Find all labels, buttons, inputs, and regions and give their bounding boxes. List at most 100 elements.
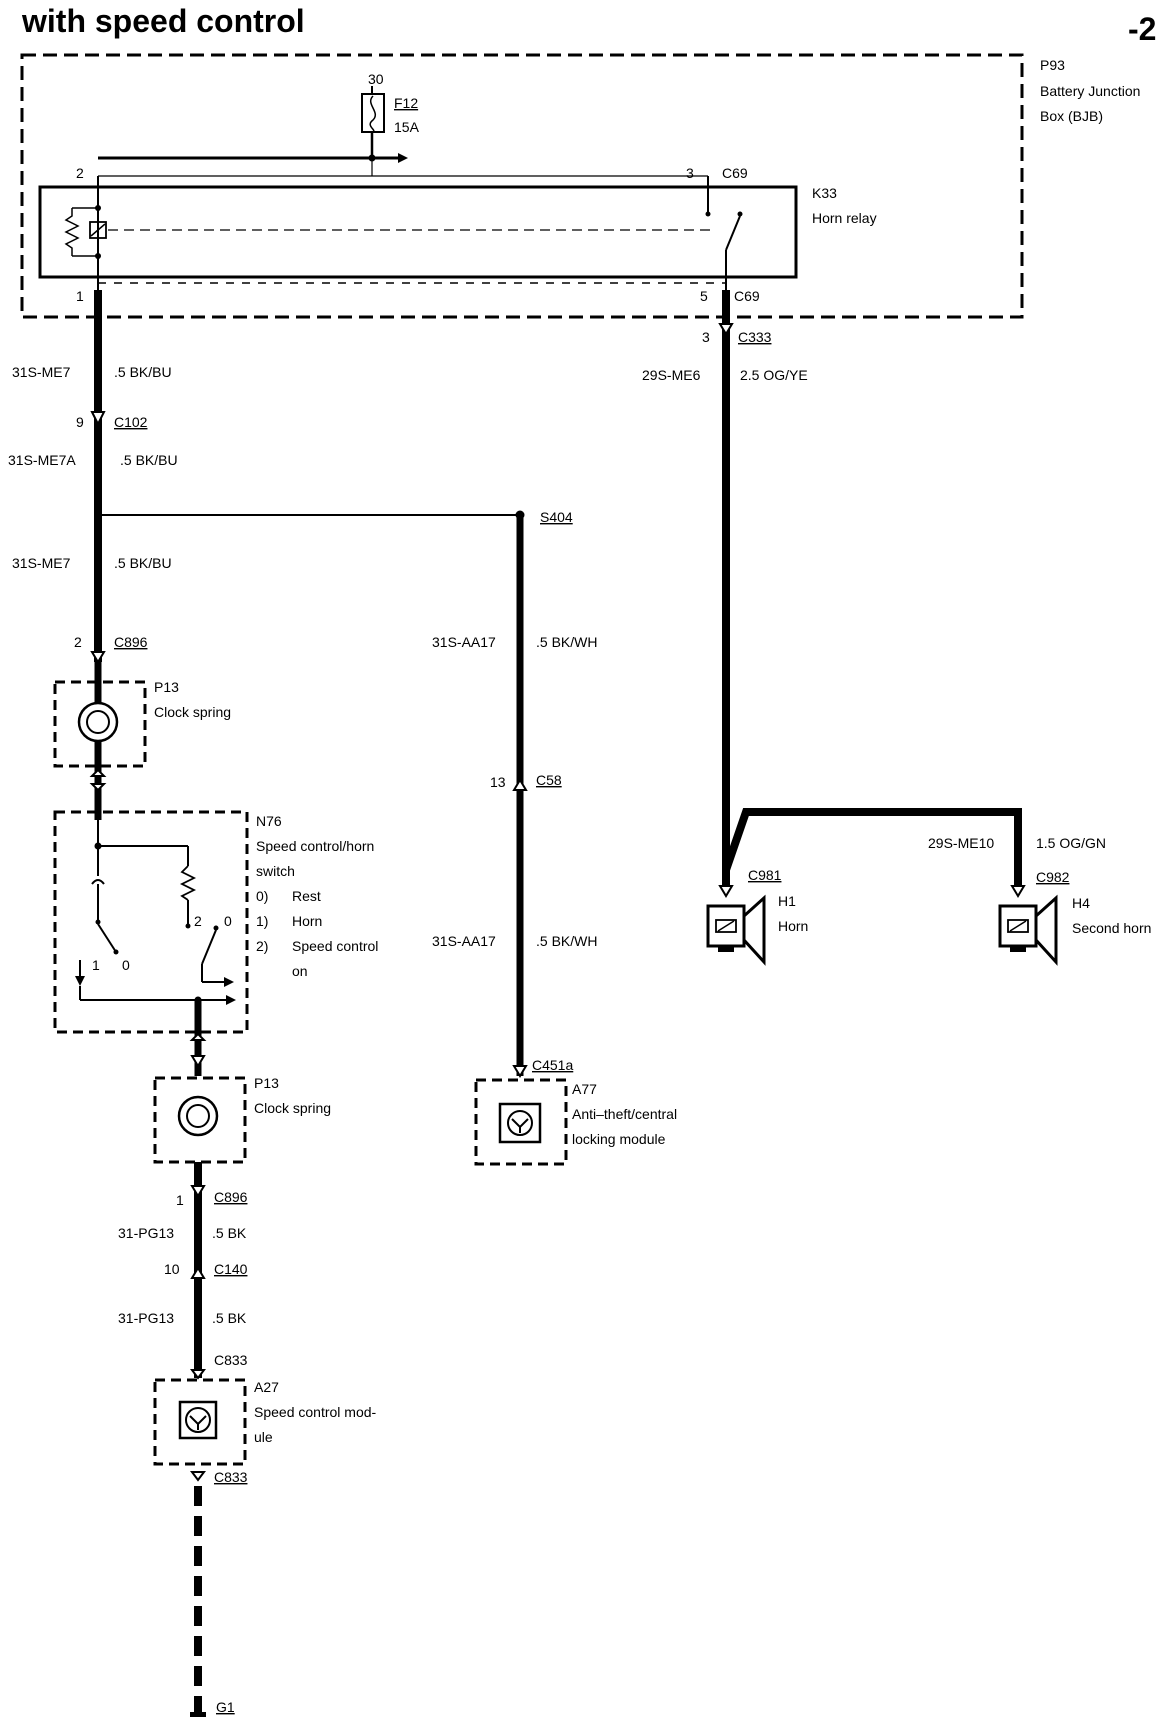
middle-wire2-code: 31S-AA17 (432, 933, 496, 949)
left-wire5-spec: .5 BK (212, 1310, 247, 1326)
left-c102-connector (90, 411, 106, 427)
relay-contact-3-node (705, 211, 711, 217)
speed-module-name1: Speed control mod- (254, 1404, 377, 1420)
left-sw-connector-bot (190, 1055, 206, 1068)
speed-module-icon-frame (178, 1400, 218, 1440)
clock-spring-2-name: Clock spring (254, 1100, 331, 1116)
relay-resistor (64, 208, 80, 256)
horn2-bell (1034, 894, 1058, 966)
horn2-ground (1010, 946, 1026, 952)
left-c140: C140 (214, 1261, 248, 1277)
left-wire3-spec: .5 BK/BU (114, 555, 172, 571)
switch-horn-node (95, 919, 101, 925)
right-c333: C333 (738, 329, 772, 345)
switch-pos1-label: Horn (292, 913, 322, 929)
bjb-name-line1: Battery Junction (1040, 83, 1140, 99)
switch-bottom-arrow (226, 995, 236, 1005)
left-c833-top-connector (190, 1369, 206, 1380)
middle-c58-pin: 13 (490, 774, 506, 790)
fuse-ref: F12 (394, 95, 418, 111)
clock-spring-1-icon (77, 701, 119, 743)
horn1-coil-slash (717, 920, 735, 932)
middle-wire1-code: 31S-AA17 (432, 634, 496, 650)
antitheft-module-ref: A77 (572, 1081, 597, 1097)
switch-contact-1: 1 (92, 957, 100, 973)
right-wire1-code: 29S-ME6 (642, 367, 701, 383)
left-wire1-code: 31S-ME7 (12, 364, 71, 380)
horn1-name: Horn (778, 918, 808, 934)
bjb-ref: P93 (1040, 57, 1065, 73)
horn-relay-box (38, 185, 798, 279)
horn1-coil (715, 919, 737, 933)
relay-conn-top: C69 (722, 165, 748, 181)
fuse-rating: 15A (394, 119, 420, 135)
relay-coil (89, 221, 107, 239)
fuse-element (369, 95, 376, 133)
left-c833-top: C833 (214, 1352, 248, 1368)
middle-c58-connector (512, 778, 528, 791)
left-c896b: C896 (214, 1189, 248, 1205)
clock-spring-2-ref: P13 (254, 1075, 279, 1091)
left-c140-pin: 10 (164, 1261, 180, 1277)
left-c896: C896 (114, 634, 148, 650)
relay-name: Horn relay (812, 210, 877, 226)
clock-spring-1-box (53, 680, 147, 768)
left-c896-connector (90, 651, 106, 664)
horn1-conn: C981 (748, 867, 782, 883)
left-cs1-connector-top (89, 768, 107, 777)
left-c896b-connector (190, 1185, 206, 1198)
left-c102: C102 (114, 414, 148, 430)
fuse-body (361, 93, 385, 133)
relay-coil-slash (90, 223, 106, 237)
switch-resistor (179, 865, 197, 901)
horn1-ref: H1 (778, 893, 796, 909)
switch-contact-0a-node (213, 925, 219, 931)
horn2-connector (1010, 885, 1026, 898)
horn2-conn: C982 (1036, 869, 1070, 885)
switch-pos1-arrow (75, 976, 85, 986)
left-c833-bottom-connector (190, 1471, 206, 1482)
switch-ref: N76 (256, 813, 282, 829)
left-cs1-connector-bot (89, 783, 107, 792)
switch-contact-2-node (185, 923, 191, 929)
clock-spring-1-ref: P13 (154, 679, 179, 695)
fuse-pin: 30 (368, 71, 384, 87)
bjb-name-line2: Box (BJB) (1040, 108, 1103, 124)
speed-module-icon-glyph (189, 1415, 207, 1430)
right-wire2-spec: 1.5 OG/GN (1036, 835, 1106, 851)
switch-contact-0b-node (113, 949, 119, 955)
speed-module-name2: ule (254, 1429, 273, 1445)
horn1-bell (742, 894, 766, 966)
speed-module-icon (185, 1407, 211, 1433)
horn2-ref: H4 (1072, 895, 1090, 911)
left-c896-pin: 2 (74, 634, 82, 650)
left-wire4-code: 31-PG13 (118, 1225, 174, 1241)
page-suffix: -2 (1128, 11, 1156, 47)
horn2-coil (1007, 919, 1029, 933)
middle-c451-connector (512, 1065, 528, 1078)
fuse-bus-arrow (398, 153, 408, 163)
switch-box (53, 810, 249, 1034)
left-wire2-spec: .5 BK/BU (120, 452, 178, 468)
middle-c451: C451a (532, 1057, 573, 1073)
relay-contact-nc-node (737, 211, 743, 217)
switch-contact-0a: 0 (224, 913, 232, 929)
speed-module-ref: A27 (254, 1379, 279, 1395)
switch-pos1-num: 1) (256, 913, 268, 929)
switch-horn-blade (97, 923, 117, 953)
horn1-ground (718, 946, 734, 952)
left-c102-pin: 9 (76, 414, 84, 430)
horn2-name: Second horn (1072, 920, 1151, 936)
clock-spring-2-icon-inner (186, 1104, 210, 1128)
middle-wire2-spec: .5 BK/WH (536, 933, 597, 949)
horn2-coil-slash (1009, 920, 1027, 932)
middle-c58: C58 (536, 772, 562, 788)
middle-wire1-spec: .5 BK/WH (536, 634, 597, 650)
left-wire1-spec: .5 BK/BU (114, 364, 172, 380)
left-wire5-code: 31-PG13 (118, 1310, 174, 1326)
splice-s404: S404 (540, 509, 573, 525)
ground-label: G1 (216, 1699, 235, 1715)
antitheft-module-name1: Anti–theft/central (572, 1106, 677, 1122)
relay-pin-1: 1 (76, 288, 84, 304)
